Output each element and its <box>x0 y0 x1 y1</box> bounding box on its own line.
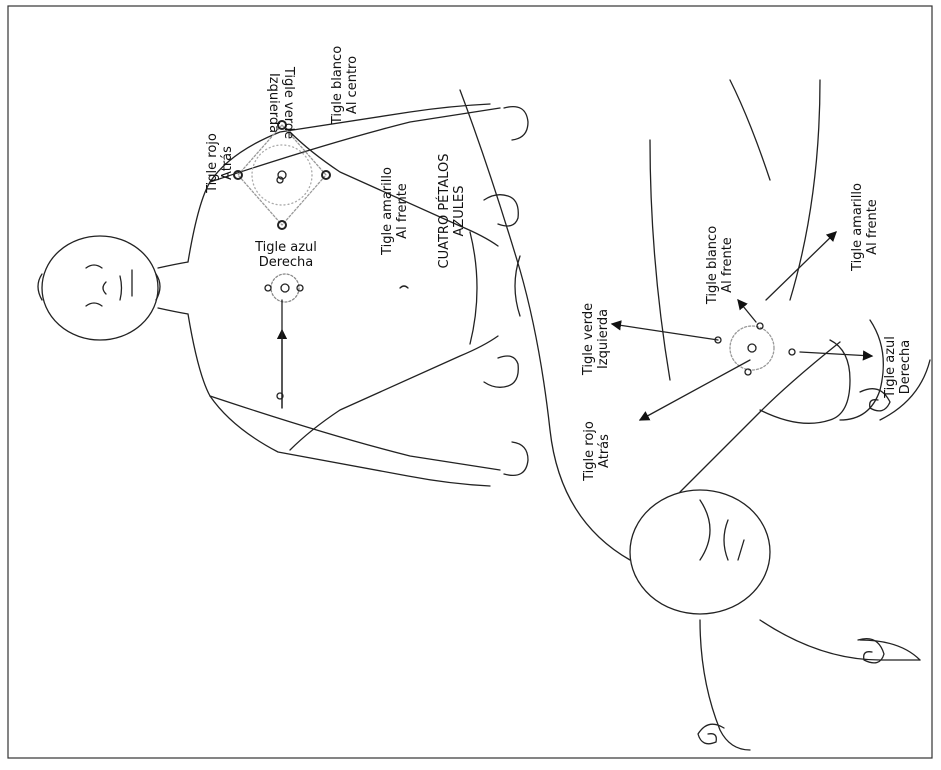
bottom-arrows <box>612 232 872 420</box>
reclining-figure <box>460 80 930 750</box>
